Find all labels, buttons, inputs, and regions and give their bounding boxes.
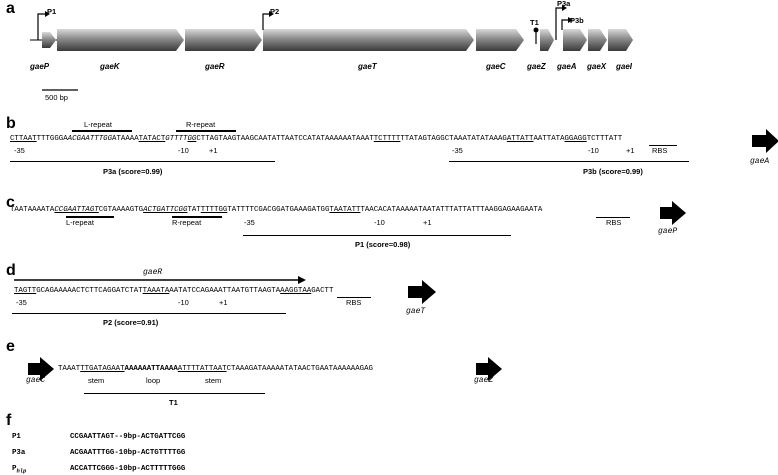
c-mark-rbs: RBS [606,218,622,227]
c-mark-minus10: -10 [374,218,385,227]
promoter-label-p2: P2 [270,7,280,16]
b-mark-minus10-a: -10 [178,146,189,155]
d-mark-rbs: RBS [346,298,362,307]
p2-line [12,313,286,314]
c-mark-l-repeat: L-repeat [66,218,94,227]
b-mark-rbs: RBS [652,146,668,155]
b-mark-minus10-b: -10 [588,146,599,155]
gene-arrow-gaeC [476,29,524,51]
c-l-repeat-bar [66,216,114,218]
d-mark-minus35: -35 [16,298,27,307]
panel-c-sequence: TAATAAAATACCGAATTAGTCGTAAAAGTGACTGATTCGG… [10,206,543,214]
gene-label-gaeR: gaeR [205,62,225,71]
d-gene-gaeT: gaeT [406,307,426,316]
alignment-name-p3a: P3a [12,449,26,457]
promoter-label-p1: P1 [47,7,57,16]
panel-b-sequence: CTTAATTTTGGGAACGAATTTGGATAAAATATACTGTTTT… [10,135,623,143]
alignment-seq-p1: CCGAATTAGT--9bp-ACTGATTCGG [70,433,186,441]
b-mark-plus1-b: +1 [626,146,635,155]
panel-label-b: b [6,115,16,132]
promoter-p2-arrow [262,13,270,30]
alignment-seq-p3a: ACGAATTTGG-10bp-ACTGTTTTGG [70,449,186,457]
alignment-name-p1: P1 [12,433,21,441]
p3b-line [449,161,689,162]
t1-line [84,393,265,394]
gene-arrow-gaeA-b [752,129,778,153]
l-repeat-bar [72,130,132,132]
panel-label-f: f [6,412,12,429]
promoter-p1-arrow [37,13,46,40]
e-gene-gaeC: gaeC [26,376,46,385]
e-mark-loop: loop [146,376,161,385]
gene-arrow-gaeT-d [408,280,436,304]
r-repeat-bar [176,130,236,132]
gene-arrow-gaeP [42,32,56,48]
terminator-label-t1: T1 [530,18,539,27]
l-repeat-label: L-repeat [84,120,112,129]
c-mark-plus1: +1 [423,218,432,227]
p3a-label: P3a (score=0.99) [103,167,163,176]
panel-label-c: c [6,194,15,211]
gene-arrow-gaeK [57,29,184,51]
alignment-row-p1: P1 CCGAATTAGT--9bp-ACTGATTCGG [12,425,185,443]
gene-label-gaeX: gaeX [587,62,607,71]
p2-label: P2 (score=0.91) [103,318,159,327]
gene-label-gaeZ: gaeZ [527,62,546,71]
alignment-row-phlp: Phlp ACCATTCGGG-10bp-ACTTTTTGGG [12,457,185,475]
c-mark-minus35: -35 [244,218,255,227]
b-mark-minus35-a: -35 [14,146,25,155]
gene-arrow-gaeZ-e [476,357,502,381]
t1-label: T1 [169,398,178,407]
panel-d-sequence: TAGTTGCAGAAAAACTCTTCAGGATCTATTAAATAAATAT… [14,287,334,295]
gene-label-gaeP: gaeP [30,62,50,71]
p1-label: P1 (score=0.98) [355,240,411,249]
gene-label-gaeK: gaeK [100,62,120,71]
gene-label-gaeI: gaeI [616,62,633,71]
panel-e-sequence: TAAATTTGATAGAATAAAAAATTAAAAATTTTATTAATCT… [58,365,373,373]
gene-arrow-gaeI [608,29,633,51]
panel-label-e: e [6,338,15,355]
panel-label-d: d [6,262,16,279]
alignment-seq-phlp: ACCATTCGGG-10bp-ACTTTTTGGG [70,465,186,473]
gene-label-gaeA: gaeA [557,62,577,71]
alignment-name-phlp: Phlp [12,465,27,475]
promoter-label-p3b: P3b [570,16,584,25]
b-mark-minus35-b: -35 [452,146,463,155]
p1-line [243,235,511,236]
gene-arrow-gaeZ [540,29,554,51]
r-repeat-label: R-repeat [186,120,216,129]
gene-arrow-gaeX [588,29,607,51]
panel-label-a: a [6,0,15,17]
p3b-label: P3b (score=0.99) [583,167,643,176]
b-gene-gaeA: gaeA [750,157,770,166]
scale-bar-label: 500 bp [45,93,68,102]
gene-arrow-gaeA [563,29,587,51]
c-mark-r-repeat: R-repeat [172,218,202,227]
e-mark-stem-right: stem [205,376,222,385]
promoter-label-p3a: P3a [557,0,571,8]
c-rbs-bar [596,217,630,218]
gene-label-gaeT: gaeT [358,62,377,71]
b-mark-plus1-a: +1 [209,146,218,155]
promoter-p3b-arrow [561,19,569,30]
p3a-line [10,161,275,162]
d-rbs-bar [337,297,371,298]
gene-arrow-gaeT [263,29,474,51]
promoter-p3a-arrow [555,7,563,40]
gene-arrow-gaeR [185,29,262,51]
e-mark-stem-left: stem [88,376,105,385]
e-gene-gaeZ: gaeZ [474,376,494,385]
d-gene-gaeR: gaeR [143,268,163,277]
rbs-bar-b [649,145,677,146]
gene-arrow-gaeC-e [28,357,54,381]
gene-arrow-gaeP-c [660,201,686,225]
gene-label-gaeC: gaeC [486,62,506,71]
c-gene-gaeP: gaeP [658,227,678,236]
alignment-row-p3a: P3a ACGAATTTGG-10bp-ACTGTTTTGG [12,441,185,459]
c-r-repeat-bar [172,216,222,218]
d-mark-minus10: -10 [178,298,189,307]
d-mark-plus1: +1 [219,298,228,307]
